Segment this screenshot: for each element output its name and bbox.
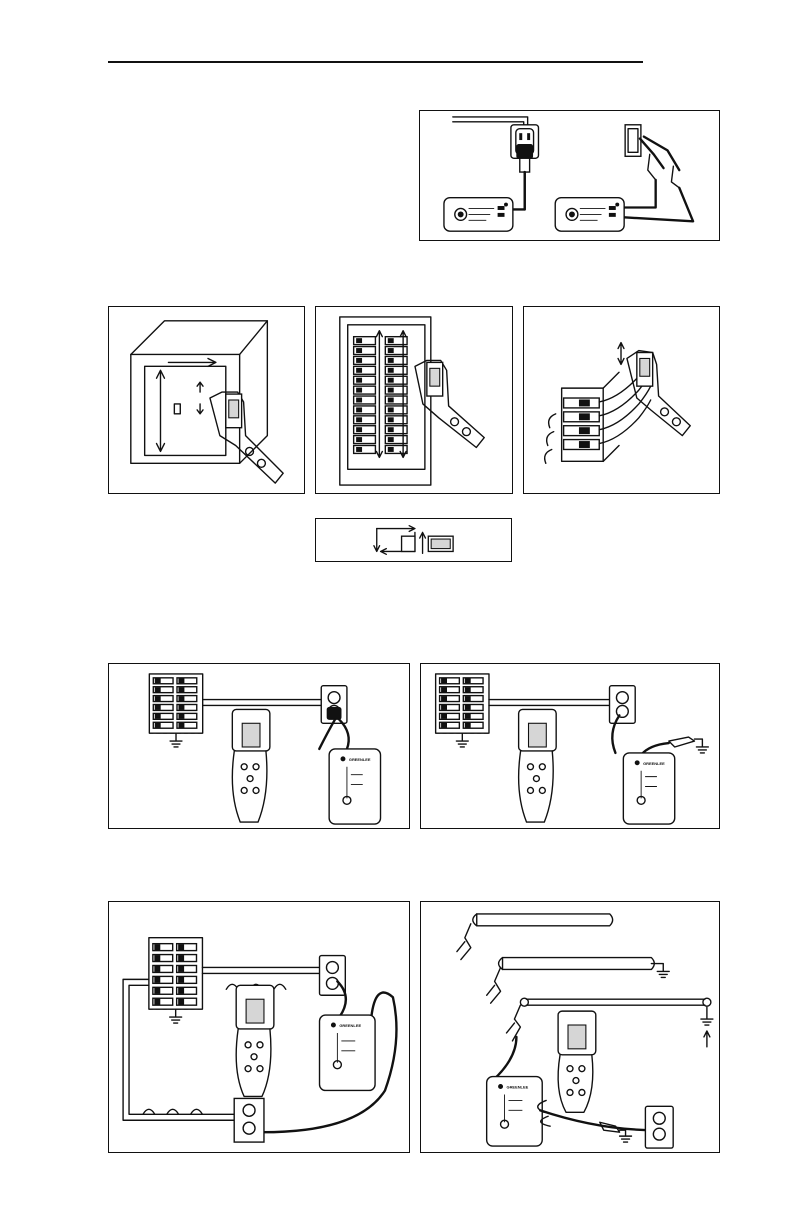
panel-icon (149, 674, 202, 747)
figure-loop-trace: GREENLEE (108, 901, 410, 1153)
receiver-unit-left (444, 198, 513, 231)
figure-scan-motion-legend (315, 518, 512, 562)
figure-circuit-trace-ground-clip: GREENLEE (420, 663, 720, 829)
figure-breaker-panel-scan (315, 306, 513, 494)
figure-outlet-testing (419, 110, 720, 241)
brand-mark: GREENLEE (349, 757, 371, 762)
probe-unit (232, 709, 270, 822)
figure-enclosure-scan (108, 306, 305, 494)
figure-circuit-trace-plug: GREENLEE (108, 663, 410, 829)
transmitter-unit: GREENLEE (329, 749, 380, 824)
top-rule (108, 61, 643, 63)
svg-text:GREENLEE: GREENLEE (643, 761, 665, 766)
receiver-unit-right (555, 198, 624, 231)
svg-text:GREENLEE: GREENLEE (507, 1085, 529, 1090)
figure-breaker-side-scan (523, 306, 720, 494)
svg-text:GREENLEE: GREENLEE (339, 1023, 361, 1028)
figure-cable-identification: GREENLEE (420, 901, 720, 1153)
